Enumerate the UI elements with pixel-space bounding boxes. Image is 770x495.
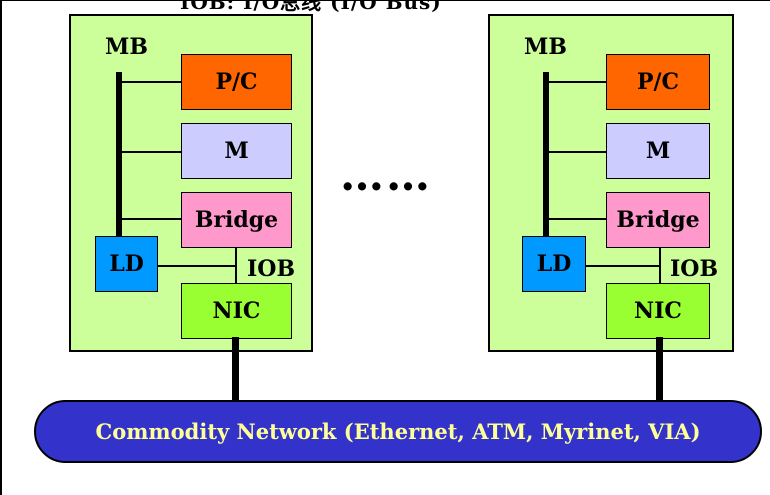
local-disk-box: LD [95, 236, 158, 292]
more-nodes-ellipsis: …… [340, 150, 432, 201]
local-disk-box: LD [522, 236, 586, 292]
bus-link-bridge [549, 218, 607, 220]
ld-link [586, 265, 660, 267]
commodity-network: Commodity Network (Ethernet, ATM, Myrine… [34, 400, 762, 463]
header-cut-text: IOB: I/O总线 (I/O Bus) [180, 0, 442, 14]
mb-label: MB [524, 34, 567, 60]
left-node-network-link [232, 337, 239, 401]
ld-link [158, 265, 236, 267]
memory-box: M [181, 123, 292, 179]
bus-link-pc [122, 81, 182, 83]
pc-box: P/C [606, 54, 710, 110]
memory-box: M [606, 123, 710, 179]
right-node-network-link [656, 337, 663, 401]
bus-link-pc [549, 81, 607, 83]
bridge-box: Bridge [181, 192, 292, 248]
iob-label: IOB [670, 256, 719, 282]
io-bus-line [659, 248, 661, 284]
network-label: Commodity Network (Ethernet, ATM, Myrine… [95, 419, 701, 444]
frame-top-border [0, 0, 770, 1]
nic-box: NIC [606, 283, 710, 339]
cluster-node-right: MB P/C M Bridge IOB LD NIC [488, 14, 734, 352]
memory-bus-bar [543, 72, 549, 242]
nic-box: NIC [181, 283, 292, 339]
cluster-node-left: MB P/C M Bridge IOB LD NIC [69, 14, 313, 352]
bridge-box: Bridge [606, 192, 710, 248]
bus-link-m [549, 151, 607, 153]
frame-left-border [0, 0, 2, 495]
iob-label: IOB [247, 256, 296, 282]
io-bus-line [235, 248, 237, 284]
pc-box: P/C [181, 54, 292, 110]
mb-label: MB [105, 34, 148, 60]
bus-link-bridge [122, 218, 182, 220]
bus-link-m [122, 151, 182, 153]
memory-bus-bar [116, 72, 122, 242]
